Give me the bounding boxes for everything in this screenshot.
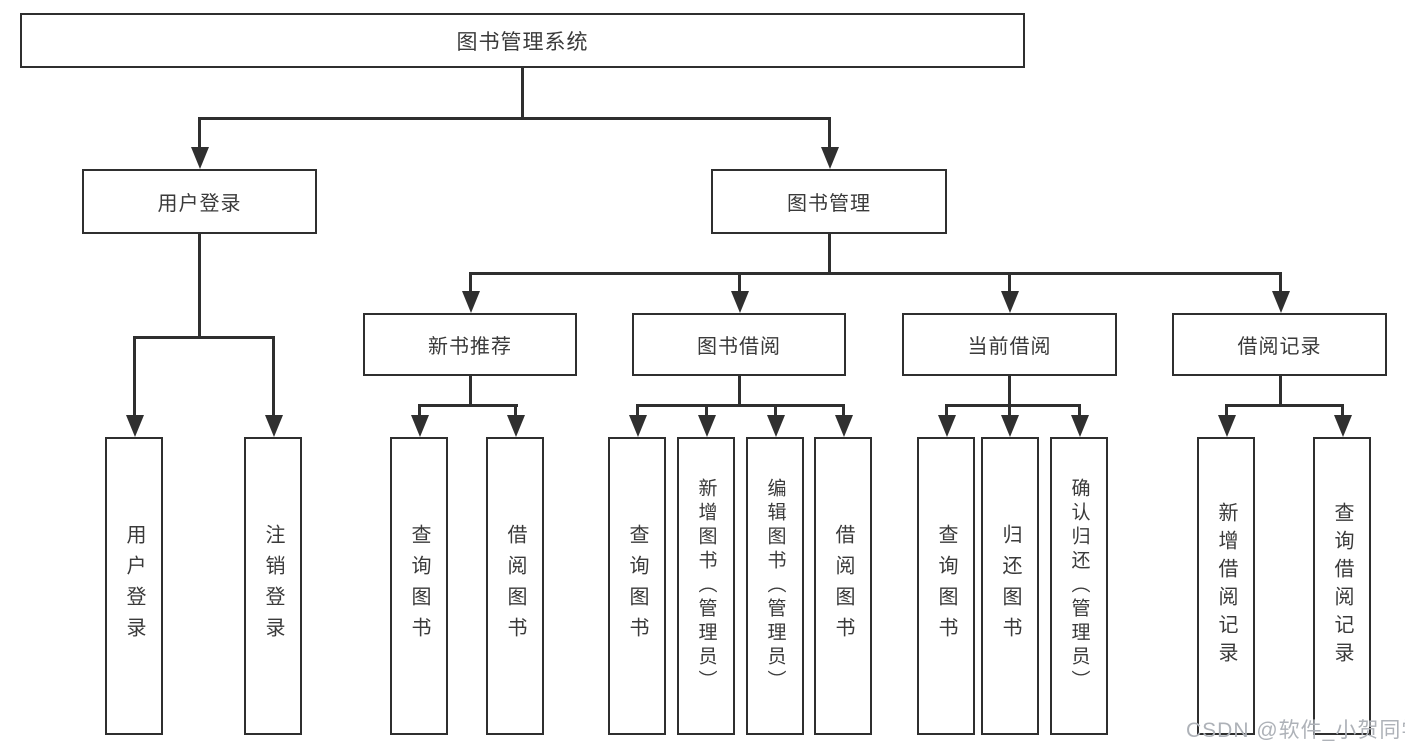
leaf-borrow-book: 借阅图书 [814,437,872,735]
connector-stem [738,272,741,293]
leaf-return-book: 归还图书 [981,437,1039,735]
arrowhead-down [126,415,144,437]
connector-hbar [418,404,518,407]
connector-stem [738,376,741,407]
leaf-logout: 注销登录 [244,437,302,735]
node-label: 查询借阅记录 [1331,502,1353,670]
node-label: 查询图书 [935,524,957,648]
node-label: 借阅图书 [504,524,526,648]
node-label: 借阅图书 [832,524,854,648]
node-label: 新书推荐 [428,336,512,358]
node-label: 归还图书 [999,524,1021,648]
node-label: 图书借阅 [697,336,781,358]
connector-root-hbar [198,117,831,120]
node-book-management: 图书管理 [711,169,947,234]
connector-stem [198,234,201,339]
node-user-login: 用户登录 [82,169,317,234]
node-label: 借阅记录 [1237,336,1322,358]
node-borrow-records: 借阅记录 [1172,313,1387,376]
node-label: 查询图书 [626,524,648,648]
arrowhead-down [265,415,283,437]
node-label: 新增借阅记录 [1215,502,1237,670]
node-label: 用户登录 [123,524,145,648]
connector-stem [945,404,948,417]
node-label: 用户登录 [157,193,242,215]
arrowhead-down [938,415,956,437]
arrowhead-down [1334,415,1352,437]
arrowhead-down [731,291,749,313]
arrowhead-down [821,147,839,169]
arrowhead-down [1001,291,1019,313]
arrowhead-down [835,415,853,437]
connector-stem [469,272,472,293]
leaf-add-book-admin: 新增图书（管理员） [677,437,735,735]
connector-stem [198,117,201,149]
node-label: 新增图书（管理员） [695,478,717,694]
node-library-system: 图书管理系统 [20,13,1025,68]
connector-stem [1008,272,1011,293]
csdn-watermark: CSDN @软件_小贺同学 [1186,719,1405,742]
arrowhead-down [1218,415,1236,437]
connector-stem [1341,404,1344,417]
arrowhead-down [191,147,209,169]
connector-stem [1279,272,1282,293]
connector-stem [1008,404,1011,417]
connector-hbar [945,404,1081,407]
leaf-borrow-book-recommend: 借阅图书 [486,437,544,735]
arrowhead-down [1001,415,1019,437]
connector-stem [418,404,421,417]
connector-hbar [469,272,1282,275]
connector-stem [828,234,831,275]
leaf-confirm-return-admin: 确认归还（管理员） [1050,437,1108,735]
node-label: 查询图书 [408,524,430,648]
connector-root-stem [521,68,524,117]
connector-stem [1279,376,1282,407]
arrowhead-down [411,415,429,437]
leaf-add-borrow-record: 新增借阅记录 [1197,437,1255,735]
node-label: 图书管理 [787,193,871,215]
connector-stem [1008,376,1011,407]
connector-stem [842,404,845,417]
connector-stem [1078,404,1081,417]
node-book-borrow: 图书借阅 [632,313,846,376]
arrowhead-down [507,415,525,437]
arrowhead-down [1272,291,1290,313]
leaf-edit-book-admin: 编辑图书（管理员） [746,437,804,735]
leaf-query-book-current: 查询图书 [917,437,975,735]
connector-stem [705,404,708,417]
arrowhead-down [462,291,480,313]
connector-hbar [636,404,844,407]
arrowhead-down [698,415,716,437]
connector-stem [469,376,472,407]
connector-stem [774,404,777,417]
connector-stem [828,117,831,149]
node-label: 确认归还（管理员） [1068,478,1090,694]
leaf-query-borrow-record: 查询借阅记录 [1313,437,1371,735]
node-label: 当前借阅 [967,336,1052,358]
node-label: 编辑图书（管理员） [764,478,786,694]
connector-hbar [1225,404,1343,407]
connector-stem [1225,404,1228,417]
leaf-user-login: 用户登录 [105,437,163,735]
node-label: 注销登录 [262,524,284,648]
connector-stem [514,404,517,417]
connector-stem [272,336,275,416]
node-label: 图书管理系统 [456,30,589,54]
node-new-book-recommend: 新书推荐 [363,313,577,376]
leaf-query-book-borrow: 查询图书 [608,437,666,735]
connector-stem [133,336,136,416]
arrowhead-down [1071,415,1089,437]
arrowhead-down [767,415,785,437]
connector-stem [636,404,639,417]
node-current-borrow: 当前借阅 [902,313,1117,376]
arrowhead-down [629,415,647,437]
connector-hbar [133,336,275,339]
leaf-query-book-recommend: 查询图书 [390,437,448,735]
